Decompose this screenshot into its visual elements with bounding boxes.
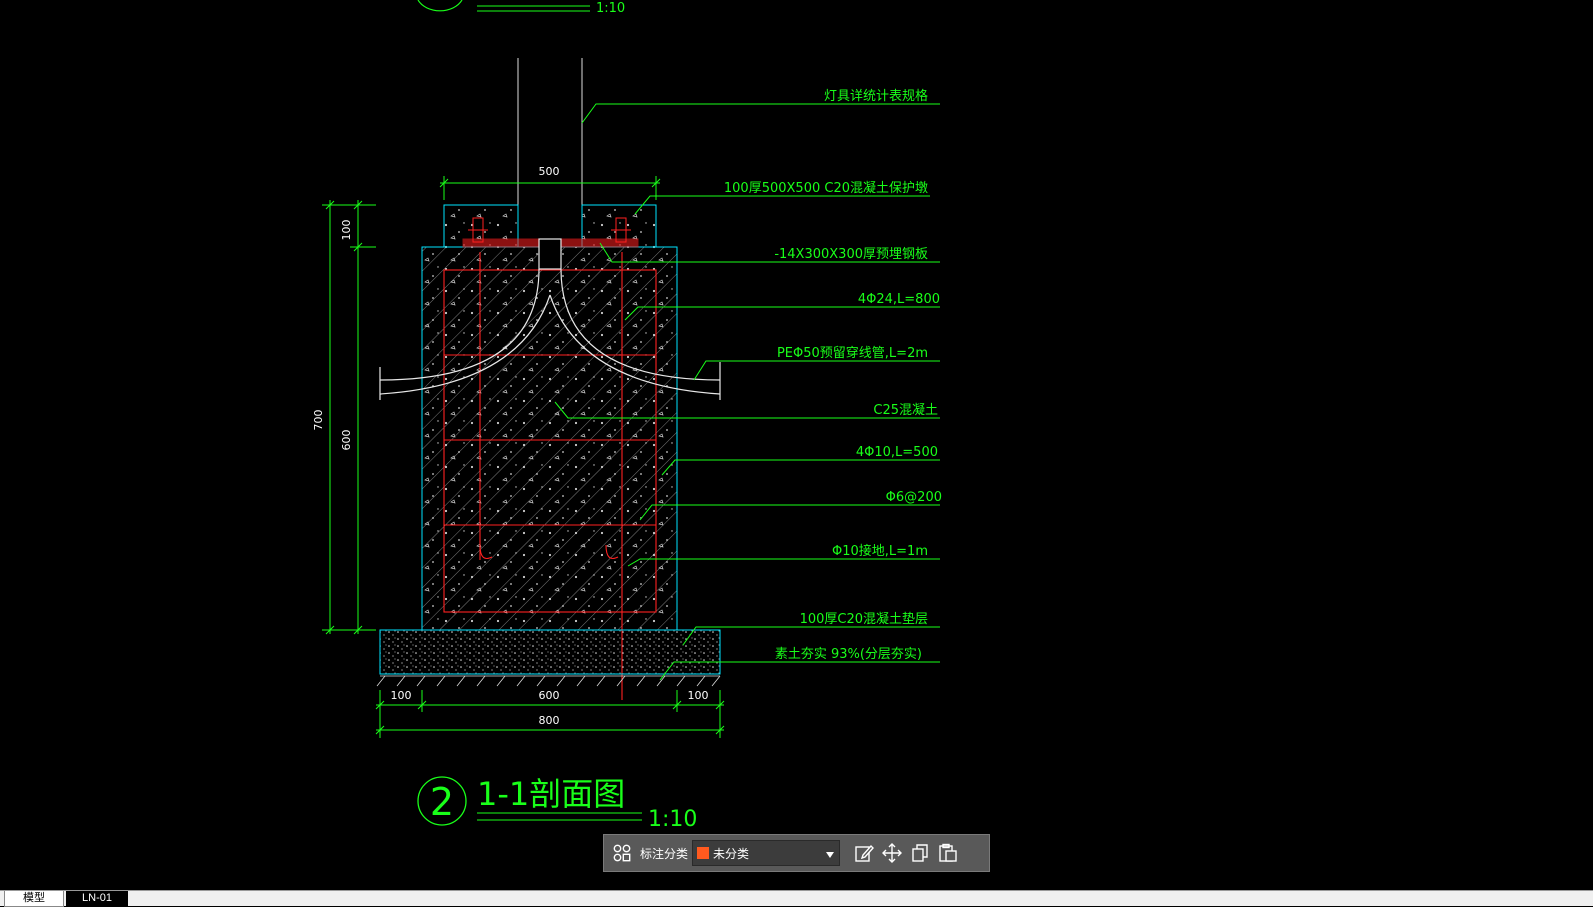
rebar-cage: [443, 252, 657, 700]
copy-icon[interactable]: [906, 839, 934, 867]
dimension-labels: 500 100 700 600 100 600 100 800: [312, 165, 709, 727]
dim-body-height: 600: [340, 430, 353, 451]
previous-detail-title: 1:10: [417, 0, 625, 16]
detail-number-circle: [417, 776, 467, 826]
annotation-lamp-spec: 灯具详统计表规格: [824, 88, 928, 104]
lamp-post: [517, 58, 583, 240]
edit-icon[interactable]: [850, 839, 878, 867]
category-color-swatch: [697, 847, 710, 859]
annotation-toolbar: 标注分类 未分类: [603, 834, 990, 872]
previous-scale-label: 1:10: [596, 1, 625, 16]
annotation-pe-conduit: PEΦ50预留穿线管,L=2m: [777, 345, 928, 361]
annotation-rebar-4phi10: 4Φ10,L=500: [856, 445, 938, 460]
dim-top-height: 100: [340, 220, 353, 241]
annotation-category-label: 标注分类: [640, 846, 689, 861]
annotation-category-select[interactable]: 未分类: [692, 840, 841, 866]
section-scale: 1:10: [648, 807, 697, 832]
conduit-pipe: [379, 238, 721, 400]
dimensions: [322, 176, 725, 738]
annotation-soil: 素土夯实 93%(分层夯实): [775, 647, 922, 662]
dim-total-height: 700: [312, 410, 325, 431]
detail-number: 2: [430, 780, 454, 824]
tab-model[interactable]: 模型: [4, 891, 64, 907]
paste-icon[interactable]: [934, 839, 962, 867]
annotation-steel-plate: -14X300X300厚预埋钢板: [774, 247, 928, 262]
dim-top-width: 500: [539, 165, 560, 178]
section-title-block: 2 1-1剖面图 1:10: [417, 775, 697, 832]
annotation-c25-concrete: C25混凝土: [873, 402, 938, 418]
layout-tab-bar: 模型 LN-01: [0, 890, 1593, 907]
category-select-value: 未分类: [713, 846, 750, 861]
dim-base-mid: 600: [539, 689, 560, 702]
dim-left-offset: 100: [391, 689, 412, 702]
compacted-soil: [376, 675, 721, 687]
section-title: 1-1剖面图: [477, 775, 625, 813]
annotation-cushion: 100厚C20混凝土垫层: [800, 611, 928, 627]
foundation-body: [421, 246, 678, 631]
tab-ln-01[interactable]: LN-01: [66, 891, 128, 907]
annotation-anchor-bolts: 4Φ24,L=800: [858, 292, 940, 307]
annotation-grounding: Φ10接地,L=1m: [832, 543, 928, 559]
grid-group-icon[interactable]: [608, 839, 636, 867]
dim-right-offset: 100: [688, 689, 709, 702]
chevron-down-icon: [825, 844, 835, 863]
annotation-labels: 灯具详统计表规格 100厚500X500 C20混凝土保护墩 -14X300X3…: [724, 88, 942, 662]
annotation-stirrup: Φ6@200: [886, 490, 942, 505]
leader-lines: [554, 103, 940, 681]
move-icon[interactable]: [878, 839, 906, 867]
base-cushion-layer: [379, 629, 721, 675]
annotation-protective-pier: 100厚500X500 C20混凝土保护墩: [724, 180, 928, 196]
dim-base-total: 800: [539, 714, 560, 727]
